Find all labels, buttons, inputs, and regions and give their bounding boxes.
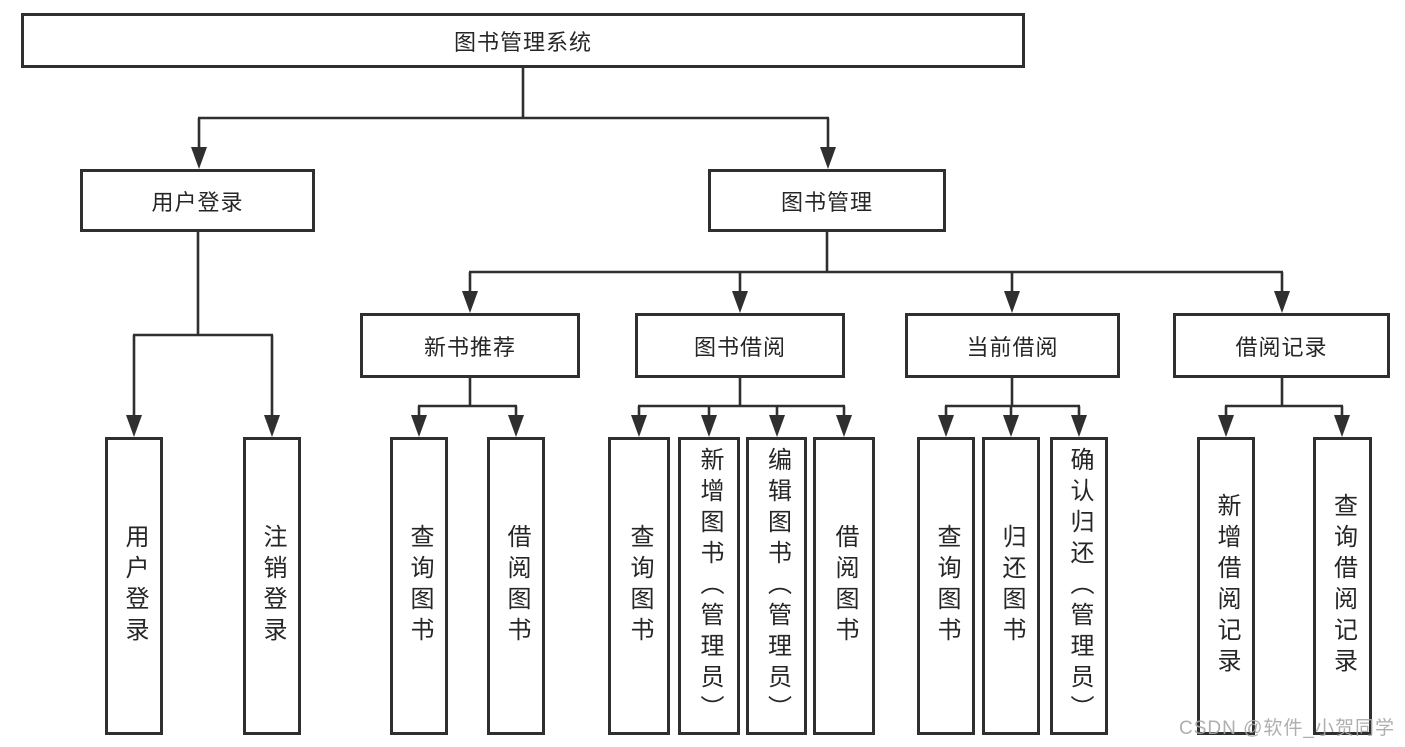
node-new-book-recommend: 新书推荐 bbox=[360, 313, 580, 378]
leaf-label: 借阅图书 bbox=[503, 524, 530, 648]
node-label: 图书借阅 bbox=[693, 334, 786, 360]
connector-root-to-level2 bbox=[191, 68, 836, 169]
node-borrowing-records: 借阅记录 bbox=[1173, 313, 1390, 378]
leaf-query-borrow-record: 查询借阅记录 bbox=[1313, 437, 1372, 735]
leaf-query-books-newrec: 查询图书 bbox=[390, 437, 448, 735]
connector-login-to-leaves bbox=[126, 232, 280, 437]
leaf-edit-book-admin: 编辑图书（管理员） bbox=[746, 437, 807, 735]
node-label: 用户登录 bbox=[151, 189, 244, 215]
node-label: 图书管理 bbox=[780, 189, 873, 215]
node-current-borrowing: 当前借阅 bbox=[905, 313, 1120, 378]
node-library-management-system: 图书管理系统 bbox=[21, 13, 1025, 68]
leaf-label: 新增借阅记录 bbox=[1213, 493, 1240, 679]
connector-newrec-to-leaves bbox=[411, 378, 524, 437]
leaf-label: 确认归还（管理员） bbox=[1066, 446, 1093, 726]
leaf-query-books-current: 查询图书 bbox=[917, 437, 975, 735]
leaf-borrow-books-newrec: 借阅图书 bbox=[487, 437, 545, 735]
node-user-login-branch: 用户登录 bbox=[80, 169, 315, 232]
leaf-label: 归还图书 bbox=[998, 524, 1025, 648]
leaf-label: 用户登录 bbox=[121, 524, 148, 648]
leaf-label: 借阅图书 bbox=[831, 524, 858, 648]
node-label: 当前借阅 bbox=[966, 334, 1059, 360]
leaf-add-book-admin: 新增图书（管理员） bbox=[678, 437, 740, 735]
leaf-label: 查询图书 bbox=[406, 524, 433, 648]
csdn-watermark: CSDN @软件_小贺同学 bbox=[1179, 718, 1395, 739]
leaf-label: 查询借阅记录 bbox=[1329, 493, 1357, 679]
connector-mgmt-to-level3 bbox=[462, 232, 1290, 313]
node-label: 图书管理系统 bbox=[453, 29, 592, 55]
leaf-label: 编辑图书（管理员） bbox=[763, 446, 791, 726]
leaf-user-login: 用户登录 bbox=[105, 437, 163, 735]
leaf-borrow-books-borrow: 借阅图书 bbox=[813, 437, 875, 735]
connector-current-to-leaves bbox=[938, 378, 1087, 437]
leaf-label: 新增图书（管理员） bbox=[696, 446, 723, 726]
node-book-management: 图书管理 bbox=[708, 169, 946, 232]
node-label: 新书推荐 bbox=[423, 334, 516, 360]
leaf-logout: 注销登录 bbox=[243, 437, 301, 735]
leaf-return-books: 归还图书 bbox=[982, 437, 1040, 735]
leaf-confirm-return-admin: 确认归还（管理员） bbox=[1050, 437, 1108, 735]
node-book-borrowing: 图书借阅 bbox=[635, 313, 845, 378]
leaf-label: 查询图书 bbox=[626, 524, 653, 648]
leaf-label: 注销登录 bbox=[259, 524, 286, 648]
leaf-label: 查询图书 bbox=[933, 524, 960, 648]
connector-records-to-leaves bbox=[1218, 378, 1350, 437]
leaf-query-books-borrow: 查询图书 bbox=[608, 437, 670, 735]
connector-borrow-to-leaves bbox=[631, 378, 852, 437]
node-label: 借阅记录 bbox=[1235, 334, 1328, 360]
leaf-add-borrow-record: 新增借阅记录 bbox=[1197, 437, 1255, 735]
